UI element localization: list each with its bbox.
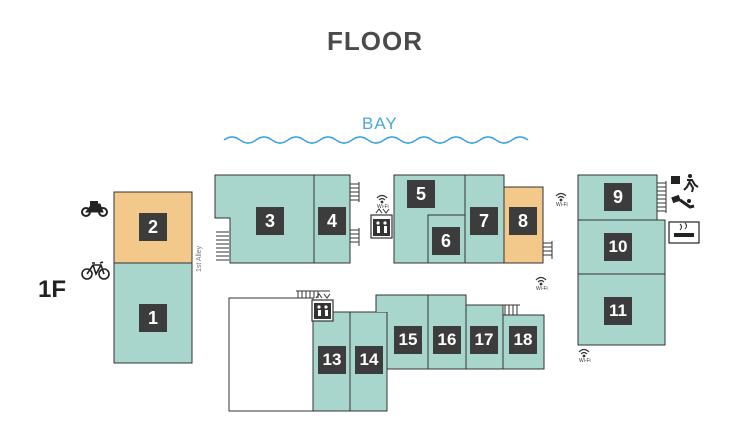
unit-15-label[interactable]: 15 [394,326,422,354]
unit-5-label[interactable]: 5 [407,180,435,208]
wifi-label: Wi-Fi [556,202,568,208]
bicycle-parking-icon [81,261,110,280]
unit-3-label[interactable]: 3 [256,207,284,235]
unit-6-label[interactable]: 6 [432,227,460,255]
unit-8-label[interactable]: 8 [509,207,537,235]
unit-11-label[interactable]: 11 [604,297,632,325]
unit-17-label[interactable]: 17 [470,326,498,354]
bay-label: BAY [362,114,398,133]
emergency-exit-icon [671,174,699,193]
wifi-label: Wi-Fi [536,286,548,292]
motorcycle-parking-icon [81,201,108,217]
unit-4-label[interactable]: 4 [318,207,346,235]
unit-18-label[interactable]: 18 [509,326,537,354]
escalator-icon [671,194,695,209]
wifi-icon [376,192,590,358]
unit-1-label[interactable]: 1 [139,304,167,332]
smoking-area-icon [668,221,700,244]
unit-9-shape [577,174,658,221]
unit-15-top-shape [376,295,428,312]
bay-wave [223,136,529,144]
unit-16-label[interactable]: 16 [433,326,461,354]
alley-label: 1st Alley [196,245,203,272]
unit-10-label[interactable]: 10 [604,233,632,261]
floor-label: 1F [38,276,67,303]
unit-2-label[interactable]: 2 [139,213,167,241]
unit-9-label[interactable]: 9 [604,183,632,211]
elevator-icon [311,293,334,322]
page-title: FLOOR [327,26,423,56]
wifi-label: Wi-Fi [579,358,591,364]
open-space-shape [228,297,314,412]
unit-13-label[interactable]: 13 [318,346,346,374]
unit-14-label[interactable]: 14 [355,346,383,374]
stairs-icon [216,181,667,315]
unit-7-label[interactable]: 7 [470,207,498,235]
wifi-label: Wi-Fi [377,204,389,210]
elevator-icon [370,208,393,239]
